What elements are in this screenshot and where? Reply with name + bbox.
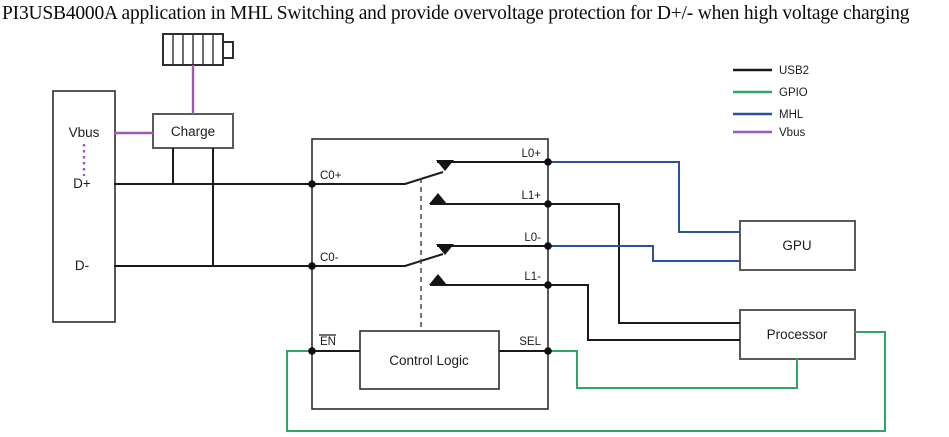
control-logic-box <box>359 330 500 390</box>
junction-dot-c0n <box>308 262 316 270</box>
gpu-box <box>739 220 856 271</box>
wire-mhl-to-gpu-1 <box>548 161 740 233</box>
connector-pin-dplus: D+ <box>73 176 91 191</box>
battery-icon <box>162 33 234 66</box>
pin-label-l1p: L1+ <box>521 190 541 202</box>
legend: USB2 GPIO MHL Vbus <box>733 65 809 139</box>
junction-dot-l0p <box>544 158 552 166</box>
battery-terminal-nub <box>222 41 234 59</box>
diagram-title: PI3USB4000A application in MHL Switching… <box>2 3 910 24</box>
control-logic-label: Control Logic <box>389 353 469 368</box>
junction-dot-l1p <box>544 200 552 208</box>
wire-usb2-to-processor-1 <box>548 203 740 324</box>
legend-label-mhl: MHL <box>779 109 804 121</box>
legend-label-gpio: GPIO <box>779 87 808 99</box>
gpu-label: GPU <box>782 238 811 253</box>
pin-label-sel: SEL <box>519 336 541 348</box>
switch-contact-arrow-l1n <box>429 274 447 285</box>
charge-label: Charge <box>171 124 215 139</box>
junction-dot-l0n <box>544 242 552 250</box>
wire-gpio-sel <box>548 350 798 389</box>
legend-label-vbus: Vbus <box>779 127 805 139</box>
switch-contact-arrow-l0p <box>436 160 454 171</box>
pin-label-en: EN <box>320 336 336 348</box>
switch-contact-arrow-l0n <box>436 244 454 255</box>
junction-dot-c0p <box>308 180 316 188</box>
connector-pin-vbus: Vbus <box>69 125 100 140</box>
wire-wiper-top <box>312 171 444 185</box>
switch-contact-arrow-l1p <box>429 193 447 204</box>
pin-label-l1n: L1- <box>524 271 541 283</box>
wire-wiper-bottom <box>312 253 444 267</box>
pin-label-l0p: L0+ <box>521 148 541 160</box>
wire-mhl-to-gpu-2 <box>548 245 740 262</box>
legend-label-usb2: USB2 <box>779 65 809 77</box>
junction-dot-sel <box>544 347 552 355</box>
processor-label: Processor <box>767 327 828 342</box>
pin-label-c0n: C0- <box>320 252 339 264</box>
wire-gpio-en <box>286 331 886 432</box>
wire-usb2-to-processor-2 <box>548 284 740 341</box>
pin-label-l0n: L0- <box>524 232 541 244</box>
junction-dot-l1n <box>544 281 552 289</box>
connector-pin-dminus: D- <box>75 258 89 273</box>
processor-box <box>739 309 856 360</box>
device-connector-box <box>52 90 116 323</box>
pin-label-c0p: C0+ <box>320 170 342 182</box>
junction-dot-en <box>308 347 316 355</box>
